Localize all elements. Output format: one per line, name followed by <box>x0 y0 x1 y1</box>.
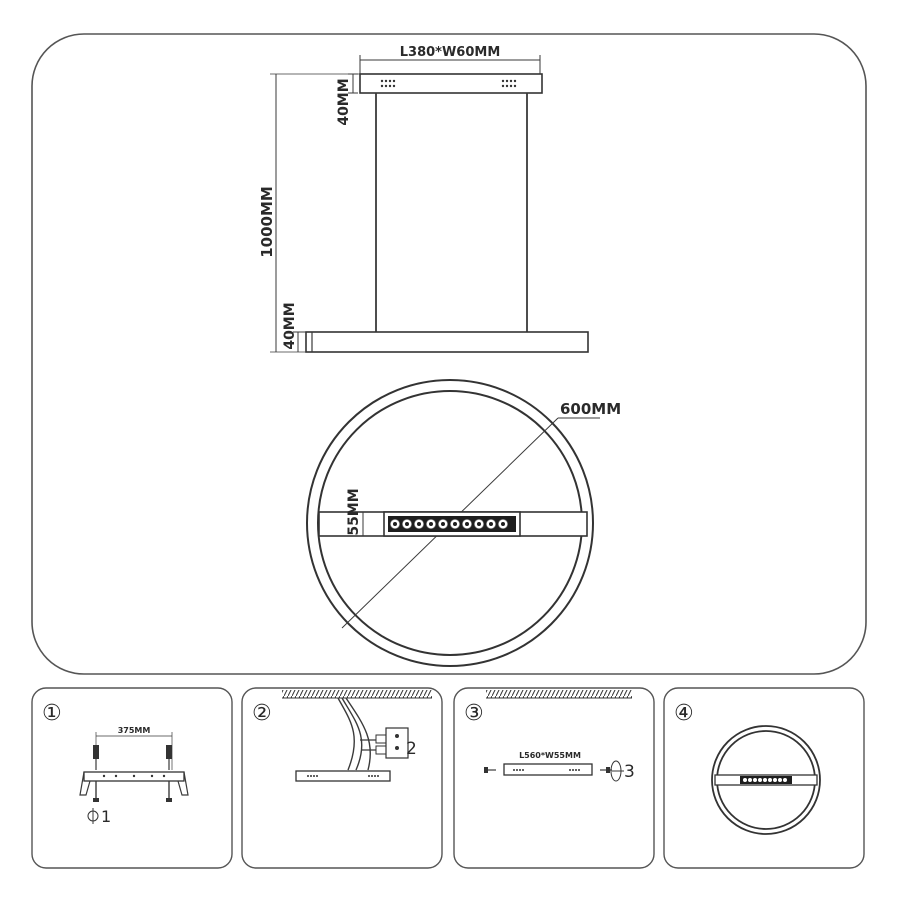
step-4-ring-outer <box>711 725 821 835</box>
step-3-number: ③ <box>464 701 484 726</box>
ceiling-canopy <box>359 73 543 94</box>
step-3-lamp-bar <box>503 763 593 776</box>
rotate-arrow-icon <box>610 760 624 782</box>
top-bracket-dim-label: L380*W60MM <box>400 45 501 60</box>
step-2-panel: ② 2 <box>241 687 443 869</box>
lamp-body-side <box>305 331 589 353</box>
step-1-panel: ① 375MM 1 <box>31 687 233 869</box>
power-wires <box>337 697 390 771</box>
ceiling-hatch <box>486 690 632 698</box>
bracket-height-dim-label: 40MM <box>336 78 352 125</box>
canopy-screws-right <box>501 79 517 88</box>
ceiling-hatch <box>282 690 432 698</box>
canopy-screws-left <box>380 79 396 88</box>
bar-height-dim-label: 40MM <box>282 302 298 349</box>
step-4-panel: ④ <box>663 687 865 869</box>
step-1-number: ① <box>42 701 62 726</box>
step-2-callout: 2 <box>406 739 417 759</box>
cable-length-dim-label: 1000MM <box>258 186 276 258</box>
step-1-dim-label: 375MM <box>118 726 151 735</box>
ring-diameter-dim-label: 600MM <box>560 400 621 418</box>
step-3-panel: ③ L560*W55MM 3 <box>453 687 655 869</box>
mounting-screws <box>93 781 172 802</box>
bar-width-dim-label: 55MM <box>346 488 362 535</box>
step-3-dim-label: L560*W55MM <box>519 751 581 760</box>
wall-anchors <box>93 745 172 770</box>
main-panel-frame <box>31 33 867 675</box>
step-1-callout: 1 <box>101 807 111 826</box>
side-elevation: L380*W60MM 40MM 1000MM 40MM <box>258 45 589 353</box>
step-2-lamp-bar <box>295 770 391 782</box>
ring-outer <box>306 379 594 667</box>
ring-bottom-view: 600MM 55MM <box>306 379 621 667</box>
step-4-number: ④ <box>674 701 694 726</box>
step-3-callout: 3 <box>624 762 635 782</box>
terminal-block <box>385 727 409 759</box>
step-2-number: ② <box>252 701 272 726</box>
screwdriver-icon <box>87 808 99 824</box>
end-screws <box>484 767 612 773</box>
